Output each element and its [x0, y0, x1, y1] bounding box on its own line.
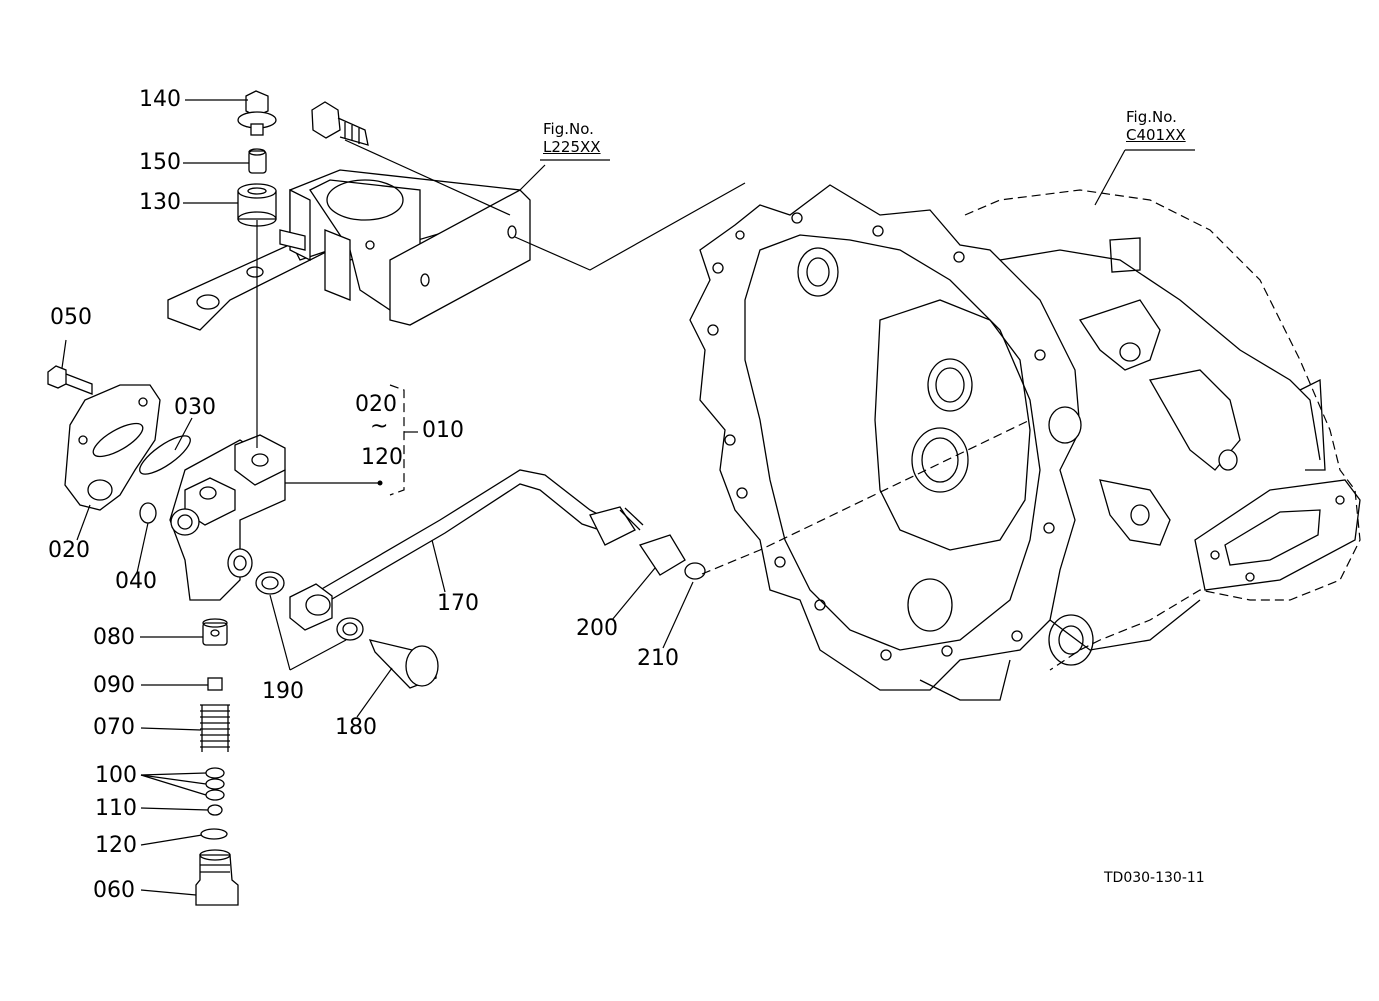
callout-040[interactable]: 040 [115, 569, 157, 594]
callout-020[interactable]: 020 [48, 538, 90, 563]
callout-100[interactable]: 100 [95, 763, 137, 788]
leader-lines [61, 99, 1195, 896]
valve-body [47, 365, 286, 601]
callout-030[interactable]: 030 [174, 395, 216, 420]
callout-150[interactable]: 150 [139, 150, 181, 175]
fig-ref-code: C401XX [1126, 126, 1186, 144]
callout-020-group[interactable]: 020 [355, 392, 397, 417]
callout-120-group[interactable]: 120 [361, 445, 403, 470]
callout-210[interactable]: 210 [637, 646, 679, 671]
range-tilde: ~ [370, 414, 389, 439]
callout-170[interactable]: 170 [437, 591, 479, 616]
fig-ref-c401xx[interactable]: Fig.No. C401XX [1126, 108, 1186, 144]
transmission-case [689, 184, 1361, 701]
callout-010[interactable]: 010 [422, 418, 464, 443]
relief-valve-stack [195, 618, 239, 906]
callout-200[interactable]: 200 [576, 616, 618, 641]
callout-080[interactable]: 080 [93, 625, 135, 650]
fig-ref-l225xx[interactable]: Fig.No. L225XX [543, 120, 601, 156]
callout-050[interactable]: 050 [50, 305, 92, 330]
callout-110[interactable]: 110 [95, 796, 137, 821]
fig-ref-title: Fig.No. [543, 120, 594, 138]
callout-140[interactable]: 140 [139, 87, 181, 112]
fig-ref-title: Fig.No. [1126, 108, 1177, 126]
callout-070[interactable]: 070 [93, 715, 135, 740]
oil-pipe-assembly [255, 469, 706, 689]
top-bolt-stack [237, 90, 277, 227]
callout-190[interactable]: 190 [262, 679, 304, 704]
callout-060[interactable]: 060 [93, 878, 135, 903]
document-code: TD030-130-11 [1104, 870, 1205, 886]
callout-130[interactable]: 130 [139, 190, 181, 215]
fig-ref-code: L225XX [543, 138, 601, 156]
callout-090[interactable]: 090 [93, 673, 135, 698]
callout-180[interactable]: 180 [335, 715, 377, 740]
bracket-assembly [167, 101, 531, 331]
callout-120[interactable]: 120 [95, 833, 137, 858]
